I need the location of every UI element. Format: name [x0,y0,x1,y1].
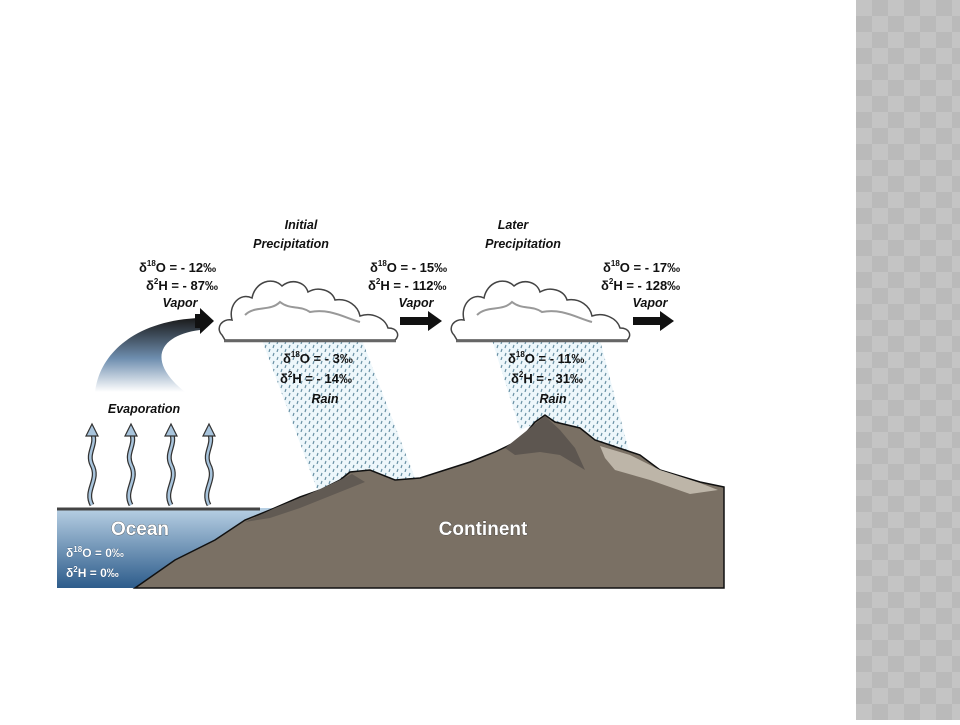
vapor-2-o18: δ18O = - 15‰ [370,259,447,275]
rain-1-o18: δ18O = - 3‰ [283,350,353,366]
wavy-arrow-icon [202,422,216,507]
later-precipitation-title-line1: Later [498,218,530,232]
wavy-arrow-icon [85,422,99,507]
continent [132,414,725,589]
rain-2-o18: δ18O = - 11‰ [508,350,584,366]
vapor-arrow-1-icon [195,308,214,334]
wavy-arrow-icon [124,422,138,507]
rain-2-h2: δ2H = - 31‰ [511,370,583,386]
evaporation-arrows [85,422,216,507]
vapor-3-o18: δ18O = - 17‰ [603,259,680,275]
cloud-initial-icon [218,280,399,343]
ocean-label: Ocean [111,519,169,540]
vapor-2-label: Vapor [399,296,435,310]
vapor-3-h2: δ2H = - 128‰ [601,277,680,293]
vapor-arrow-3-icon [633,311,674,331]
vapor-1-o18: δ18O = - 12‰ [139,259,216,275]
later-precipitation-title-line2: Precipitation [485,237,561,251]
rain-1-label: Rain [311,392,338,406]
vapor-1-label: Vapor [163,296,199,310]
vapor-2-h2: δ2H = - 112‰ [368,277,446,293]
ocean-o18: δ18O = 0‰ [66,545,124,560]
mountain-highlight [600,446,718,494]
evaporation-swoosh [95,318,200,392]
vapor-arrow-2-icon [400,311,442,331]
evaporation-label: Evaporation [108,402,181,416]
initial-precipitation-title-line1: Initial [285,218,318,232]
cloud-later-icon [450,280,631,343]
rain-shaft-later [492,340,630,455]
ridge-shadow [245,474,365,522]
rain-shaft-initial [262,340,415,492]
mountain-shadow [505,416,585,470]
continent-label: Continent [439,519,528,540]
vapor-3-label: Vapor [633,296,669,310]
rain-2-label: Rain [539,392,566,406]
decorative-sidebar [856,0,960,720]
initial-precipitation-title-line2: Precipitation [253,237,329,251]
rain-1-h2: δ2H = - 14‰ [280,370,352,386]
isotope-fractionation-diagram: Initial Precipitation Later Precipitatio… [57,218,725,589]
wavy-arrow-icon [164,422,178,507]
vapor-1-h2: δ2H = - 87‰ [146,277,218,293]
ocean-h2: δ2H = 0‰ [66,565,119,580]
diagram-canvas: Initial Precipitation Later Precipitatio… [57,218,725,589]
